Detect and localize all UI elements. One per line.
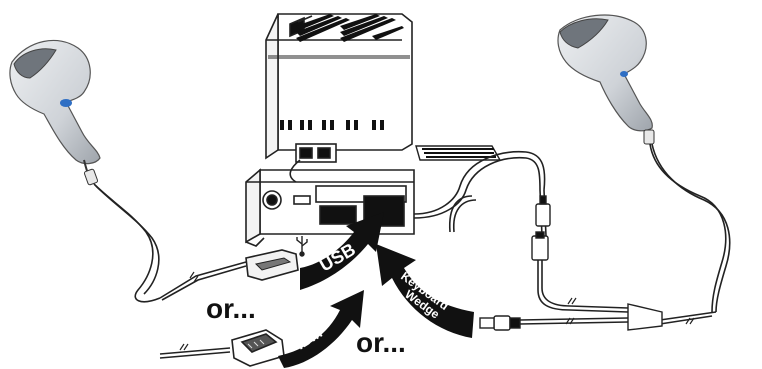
wedge-y-cable [413,150,695,325]
left-scanner [9,39,101,186]
keyboard-wedge-arrow: Keyboard Wedge [376,244,474,338]
ibm-plug [231,329,285,367]
wedge-connectors [479,195,663,331]
ibm-cable [159,343,231,359]
usb-plug [245,249,299,281]
ibm-arrow: IBM [278,290,364,368]
pc-computer [245,13,415,247]
or-center-text: or... [356,327,406,358]
keyboard [415,145,502,161]
left-scanner-cable [93,183,247,303]
right-scanner-cable [649,143,731,325]
usb-icon [296,236,308,257]
right-scanner [557,14,655,145]
or-left-text: or... [206,293,256,324]
left-trigger [60,99,72,107]
